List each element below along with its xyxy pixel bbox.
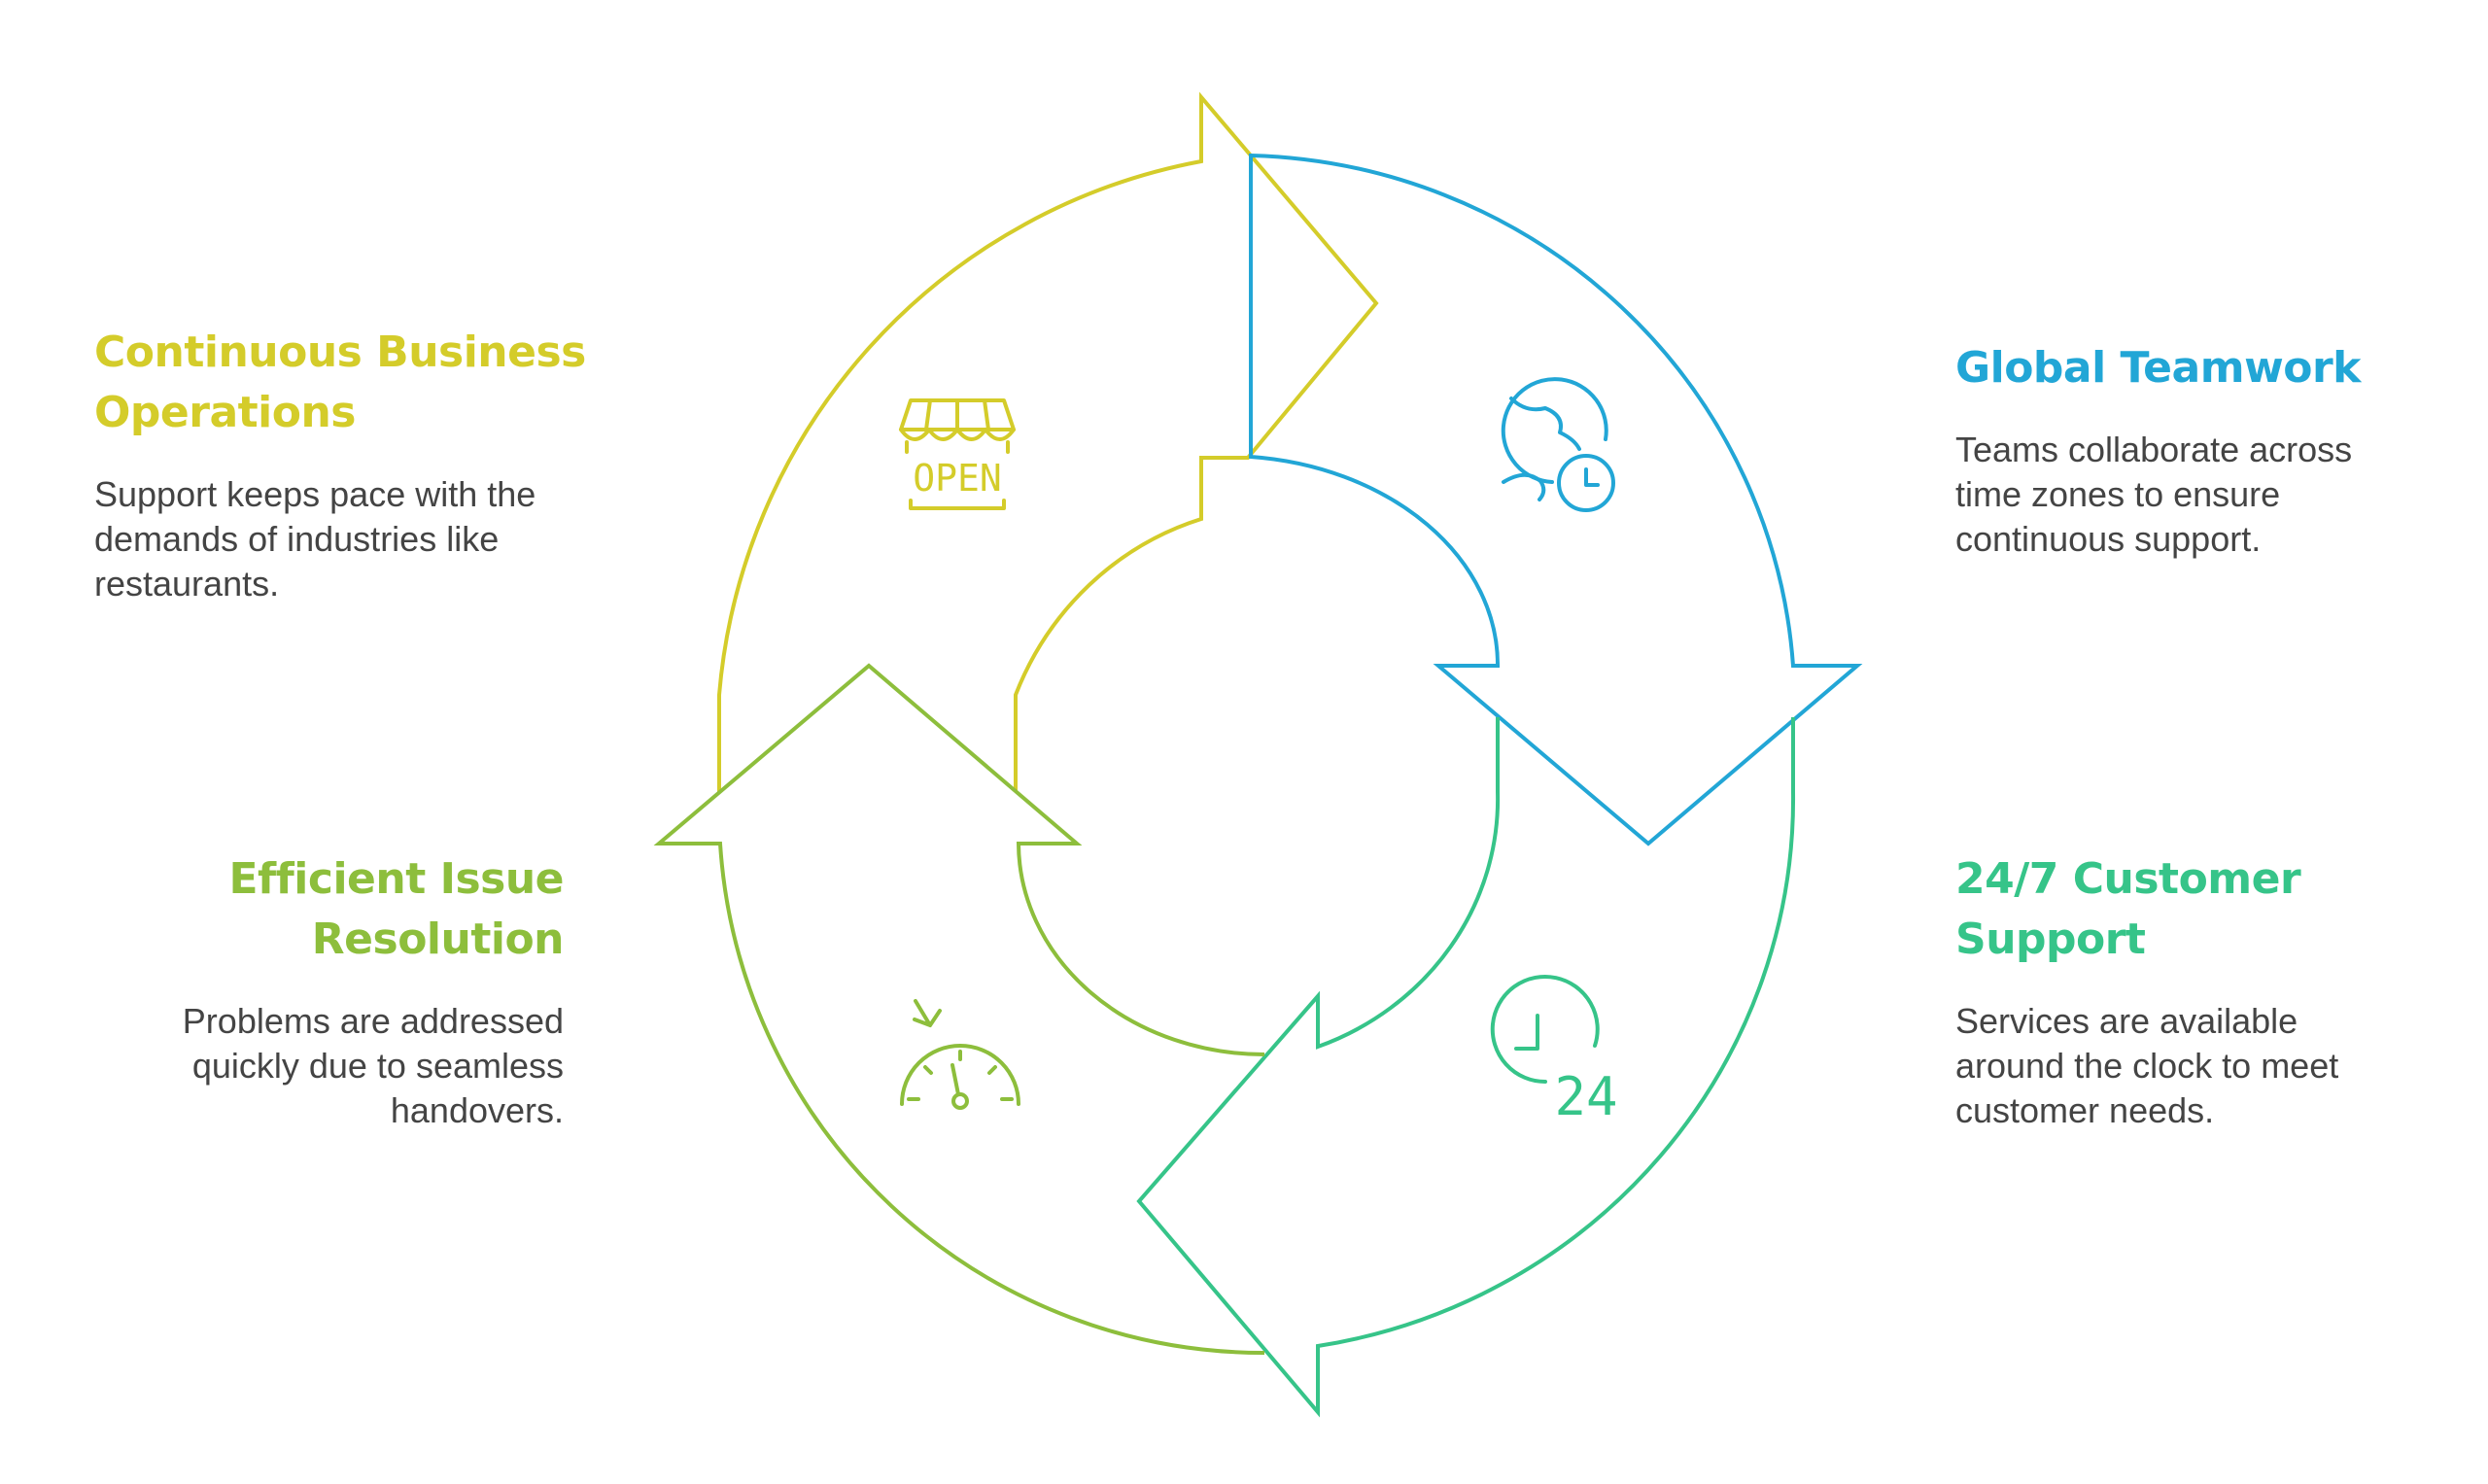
step-title: Efficient Issue Resolution <box>228 854 564 964</box>
step-description: Services are available around the clock … <box>1955 1001 2339 1130</box>
arrow-segment-operations <box>717 91 1379 792</box>
step-global-teamwork: Global Teamwork Teams collaborate across… <box>1955 338 2461 562</box>
step-description: Teams collaborate across time zones to e… <box>1955 430 2353 559</box>
step-description: Support keeps pace with the demands of i… <box>94 474 536 604</box>
arrow-segment-teamwork <box>1249 153 1863 846</box>
speedometer-icon <box>900 999 1020 1110</box>
step-efficient-resolution: Efficient Issue Resolution Problems are … <box>19 849 565 1133</box>
step-customer-support: 24/7 Customer Support Services are avail… <box>1955 849 2461 1133</box>
open-sign-text: OPEN <box>913 457 1002 500</box>
step-title: 24/7 Customer Support <box>1955 854 2301 964</box>
clock-24-icon: 24 <box>1490 975 1618 1127</box>
step-description: Problems are addressed quickly due to se… <box>182 1001 564 1130</box>
step-title: Global Teamwork <box>1955 343 2361 393</box>
arrow-segment-resolution <box>653 663 1265 1356</box>
arrow-segment-support <box>1136 717 1796 1418</box>
step-title: Continuous Business Operations <box>94 328 586 437</box>
step-continuous-operations: Continuous Business Operations Support k… <box>94 323 639 606</box>
clock-24-text: 24 <box>1554 1066 1617 1127</box>
globe-clock-icon <box>1501 377 1615 512</box>
open-sign-icon: OPEN <box>899 398 1016 510</box>
